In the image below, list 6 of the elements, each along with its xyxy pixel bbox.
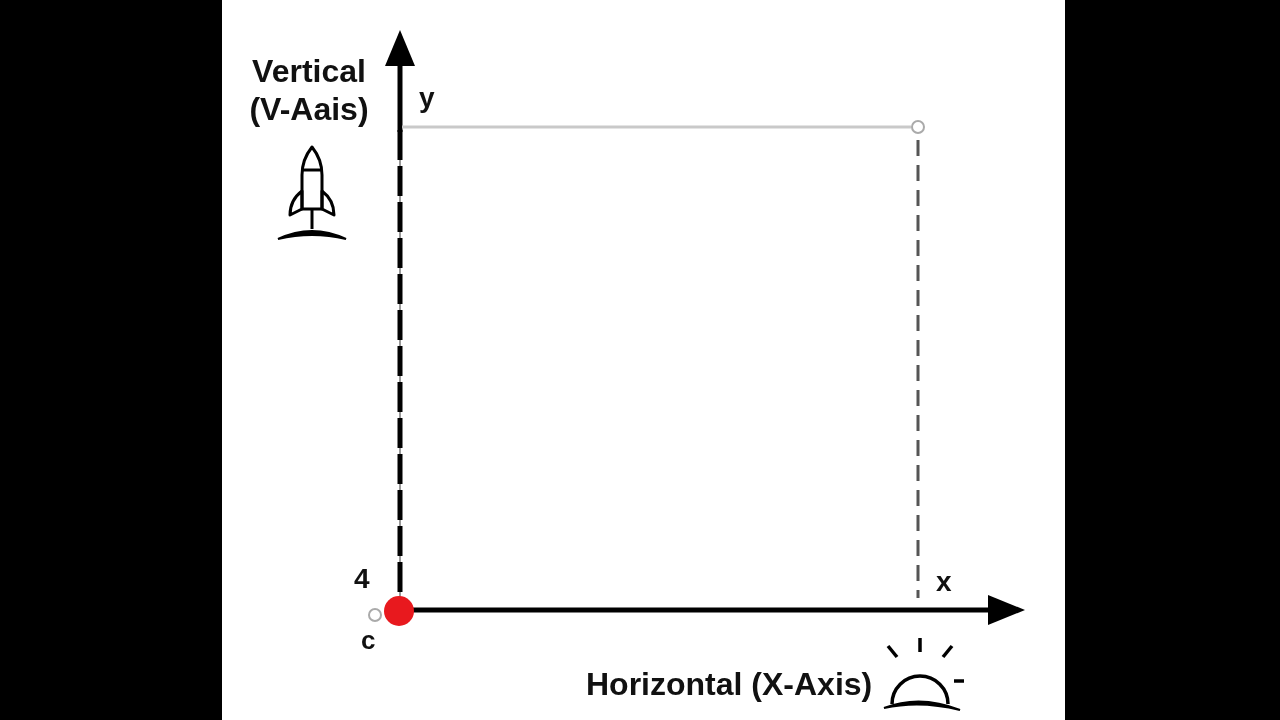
point-label: c (361, 626, 376, 656)
axis-label: y (419, 82, 435, 115)
axis-title: Vertical (V-Aais) (248, 52, 370, 128)
axis-label: x (936, 566, 952, 599)
axis-title: Horizontal (X-Axis) (586, 666, 873, 703)
point-label: 4 (354, 563, 370, 596)
